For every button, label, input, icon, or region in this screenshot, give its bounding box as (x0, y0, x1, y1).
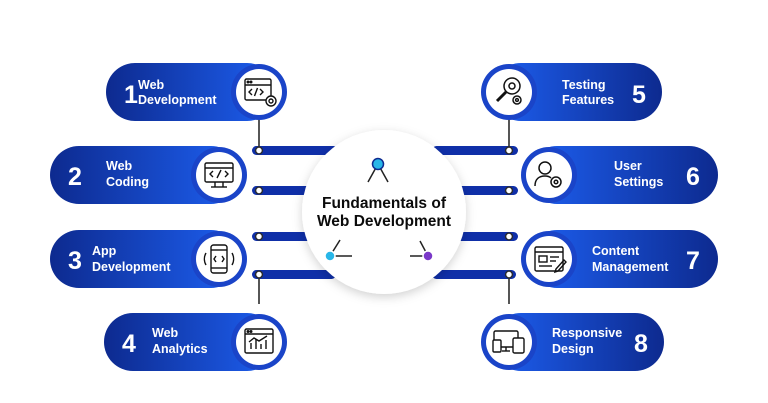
item-pill (528, 146, 718, 204)
item-2: 2 Web Coding (50, 146, 247, 204)
item-1: 1 Web Development (106, 63, 287, 121)
center-dot-purple (422, 250, 434, 262)
item-label-line2: Analytics (152, 342, 208, 356)
item-pill (50, 230, 240, 288)
connector-bar-5 (432, 146, 518, 155)
center-hub: Fundamentals of Web Development (302, 130, 466, 294)
item-number: 6 (686, 163, 700, 191)
item-label-line1: Responsive (552, 326, 622, 340)
item-number: 5 (632, 81, 646, 109)
item-label-line1: User (614, 159, 642, 173)
item-pill (104, 313, 276, 371)
item-number: 3 (68, 247, 82, 275)
connector-bar-4 (252, 270, 336, 279)
item-label-line2: Features (562, 93, 614, 107)
item-4: 4 Web Analytics (104, 313, 287, 371)
item-pill (528, 230, 718, 288)
web-development-icon (244, 78, 277, 107)
web-analytics-icon (244, 328, 274, 354)
item-5: Testing Features 5 (481, 63, 662, 121)
item-6: User Settings 6 (521, 146, 718, 204)
center-dot-cyan (371, 157, 385, 171)
item-label-line1: Testing (562, 78, 606, 92)
item-pill (492, 313, 664, 371)
item-number: 2 (68, 163, 82, 191)
connector-bar-7 (446, 232, 518, 241)
item-pill (50, 146, 240, 204)
center-title-line1: Fundamentals of (322, 195, 447, 212)
item-label-line2: Management (592, 260, 669, 274)
content-management-icon (534, 246, 567, 274)
item-number: 1 (124, 81, 138, 109)
item-label-line1: Web (138, 78, 165, 92)
item-number: 8 (634, 330, 648, 358)
center-circle (302, 130, 466, 294)
item-7: Content Management 7 (521, 230, 718, 288)
center-title-line2: Web Development (317, 213, 451, 230)
item-label-line2: Development (138, 93, 217, 107)
item-number: 4 (122, 330, 136, 358)
item-pill (492, 63, 662, 121)
user-settings-icon (534, 161, 562, 188)
item-label-line2: Design (552, 342, 594, 356)
center-dot-cyan-2 (324, 250, 336, 262)
connectors (252, 118, 518, 304)
item-label-line2: Settings (614, 175, 663, 189)
item-label-line1: Web (152, 326, 179, 340)
item-pill (106, 63, 276, 121)
item-label-line2: Development (92, 260, 171, 274)
item-label-line1: Content (592, 244, 640, 258)
item-3: 3 App Development (50, 230, 247, 288)
item-label-line1: Web (106, 159, 133, 173)
connector-bar-8 (432, 270, 516, 279)
connector-bar-1 (252, 146, 338, 155)
item-label-line2: Coding (106, 175, 149, 189)
web-coding-icon (204, 162, 234, 188)
testing-features-icon (495, 77, 522, 105)
item-8: Responsive Design 8 (481, 313, 664, 371)
app-development-icon (203, 244, 235, 274)
responsive-design-icon (492, 330, 525, 354)
item-number: 7 (686, 247, 700, 275)
item-label-line1: App (92, 244, 117, 258)
